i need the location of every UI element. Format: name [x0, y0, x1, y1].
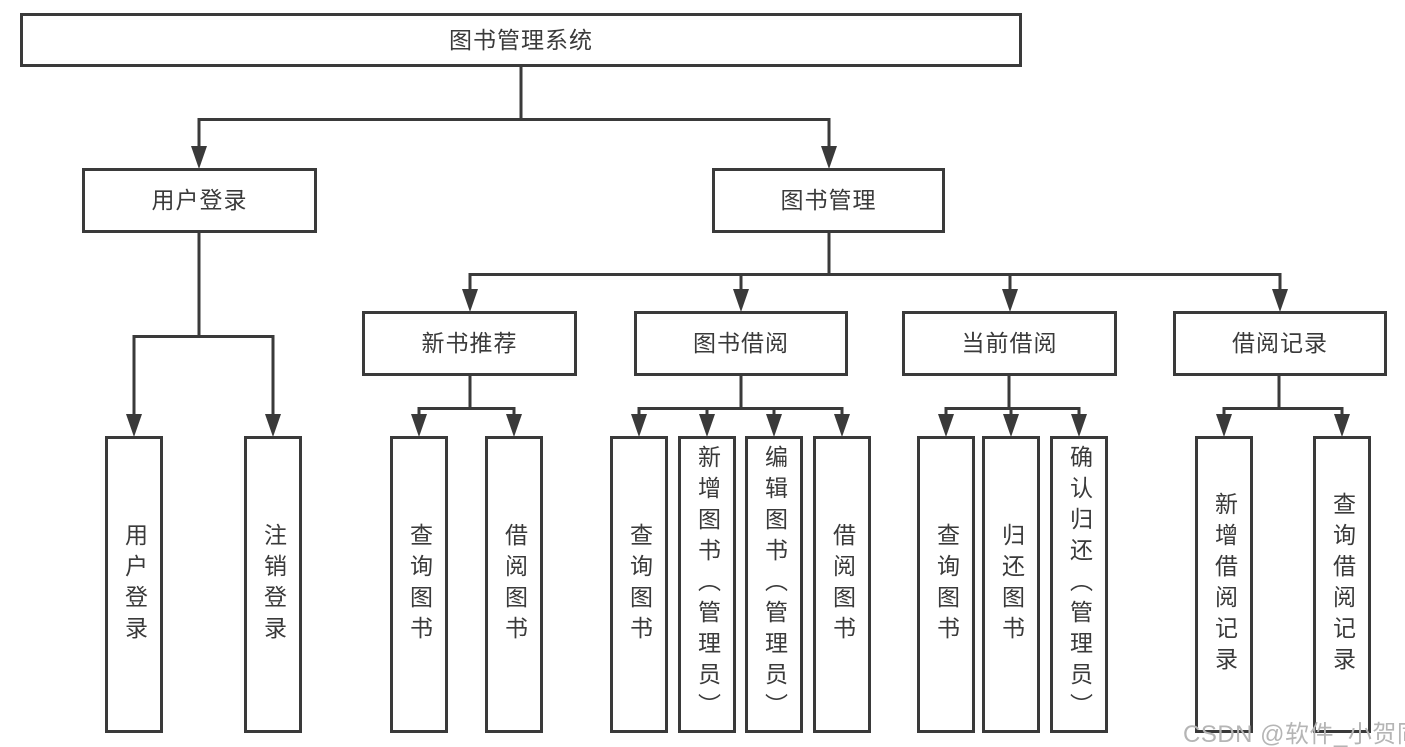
node-label: 用户登录 [151, 187, 248, 213]
leaf-logout: 注销登录 [244, 436, 302, 733]
connector-root-to-level2 [197, 67, 831, 148]
node-book-borrowing: 图书借阅 [634, 311, 848, 376]
leaf-borrow-books-2: 借阅图书 [813, 436, 871, 733]
node-current-borrowing: 当前借阅 [902, 311, 1117, 376]
arrowhead-new-book-rec [462, 289, 478, 312]
node-label: 借阅记录 [1232, 330, 1328, 356]
arrowhead-leaf-borrow-book-2 [834, 414, 850, 437]
leaf-label: 新增借阅记录 [1211, 491, 1238, 678]
node-library-management-system: 图书管理系统 [20, 13, 1022, 67]
leaf-label: 新增图书（管理员） [694, 445, 721, 724]
arrowhead-leaf-return-book [1003, 414, 1019, 437]
connector-bookmgmt-to-level3 [468, 233, 1282, 291]
arrowhead-leaf-edit-book [766, 414, 782, 437]
connector-borrowrecords-to-leaves [1222, 376, 1344, 416]
arrowhead-leaf-logout [265, 414, 281, 437]
leaf-label: 借阅图书 [829, 522, 856, 647]
leaf-query-books-3: 查询图书 [917, 436, 975, 733]
node-label: 图书管理 [780, 187, 877, 213]
leaf-add-books-admin: 新增图书（管理员） [678, 436, 736, 733]
leaf-label: 查询图书 [406, 522, 433, 647]
arrowhead-book-borrow [733, 289, 749, 312]
leaf-label: 借阅图书 [501, 522, 528, 647]
leaf-label: 查询图书 [933, 522, 960, 647]
arrowhead-leaf-add-record [1216, 414, 1232, 437]
arrowhead-leaf-confirm-return [1071, 414, 1087, 437]
leaf-query-books-2: 查询图书 [610, 436, 668, 733]
node-label: 图书管理系统 [449, 26, 593, 53]
leaf-edit-books-admin: 编辑图书（管理员） [745, 436, 803, 733]
arrowhead-leaf-add-book [699, 414, 715, 437]
leaf-label: 归还图书 [998, 522, 1025, 647]
arrowhead-leaf-query-book-3 [938, 414, 954, 437]
csdn-watermark: CSDN @软件_小贺同学 [1183, 721, 1405, 747]
arrowhead-leaf-login [126, 414, 142, 437]
node-user-login: 用户登录 [82, 168, 317, 233]
leaf-return-books: 归还图书 [982, 436, 1040, 733]
connector-bookborrow-to-leaves [637, 376, 844, 416]
connector-userlogin-to-leaves [132, 233, 275, 416]
leaf-label: 注销登录 [260, 522, 287, 647]
arrowhead-book-mgmt [821, 146, 837, 169]
node-new-book-recommendation: 新书推荐 [362, 311, 577, 376]
node-borrowing-records: 借阅记录 [1173, 311, 1387, 376]
leaf-label: 编辑图书（管理员） [761, 445, 788, 724]
leaf-label: 确认归还（管理员） [1066, 445, 1093, 724]
arrowhead-borrow-records [1272, 289, 1288, 312]
arrowhead-leaf-query-record [1334, 414, 1350, 437]
arrowhead-user-login [191, 146, 207, 169]
arrowhead-leaf-query-book-1 [411, 414, 427, 437]
arrowhead-leaf-borrow-book-1 [506, 414, 522, 437]
leaf-label: 查询图书 [626, 522, 653, 647]
leaf-query-borrow-record: 查询借阅记录 [1313, 436, 1371, 733]
node-label: 新书推荐 [421, 330, 518, 356]
node-book-management: 图书管理 [712, 168, 945, 233]
node-label: 当前借阅 [961, 330, 1058, 356]
node-label: 图书借阅 [693, 330, 789, 356]
leaf-borrow-books-1: 借阅图书 [485, 436, 543, 733]
leaf-confirm-return-admin: 确认归还（管理员） [1050, 436, 1108, 733]
leaf-add-borrow-record: 新增借阅记录 [1195, 436, 1253, 733]
arrowhead-leaf-query-book-2 [631, 414, 647, 437]
arrowhead-current-borrow [1002, 289, 1018, 312]
leaf-label: 用户登录 [121, 522, 148, 647]
leaf-label: 查询借阅记录 [1329, 491, 1356, 678]
connector-newbookrec-to-leaves [417, 376, 516, 416]
leaf-query-books-1: 查询图书 [390, 436, 448, 733]
connector-currentborrow-to-leaves [944, 376, 1081, 416]
leaf-user-login: 用户登录 [105, 436, 163, 733]
